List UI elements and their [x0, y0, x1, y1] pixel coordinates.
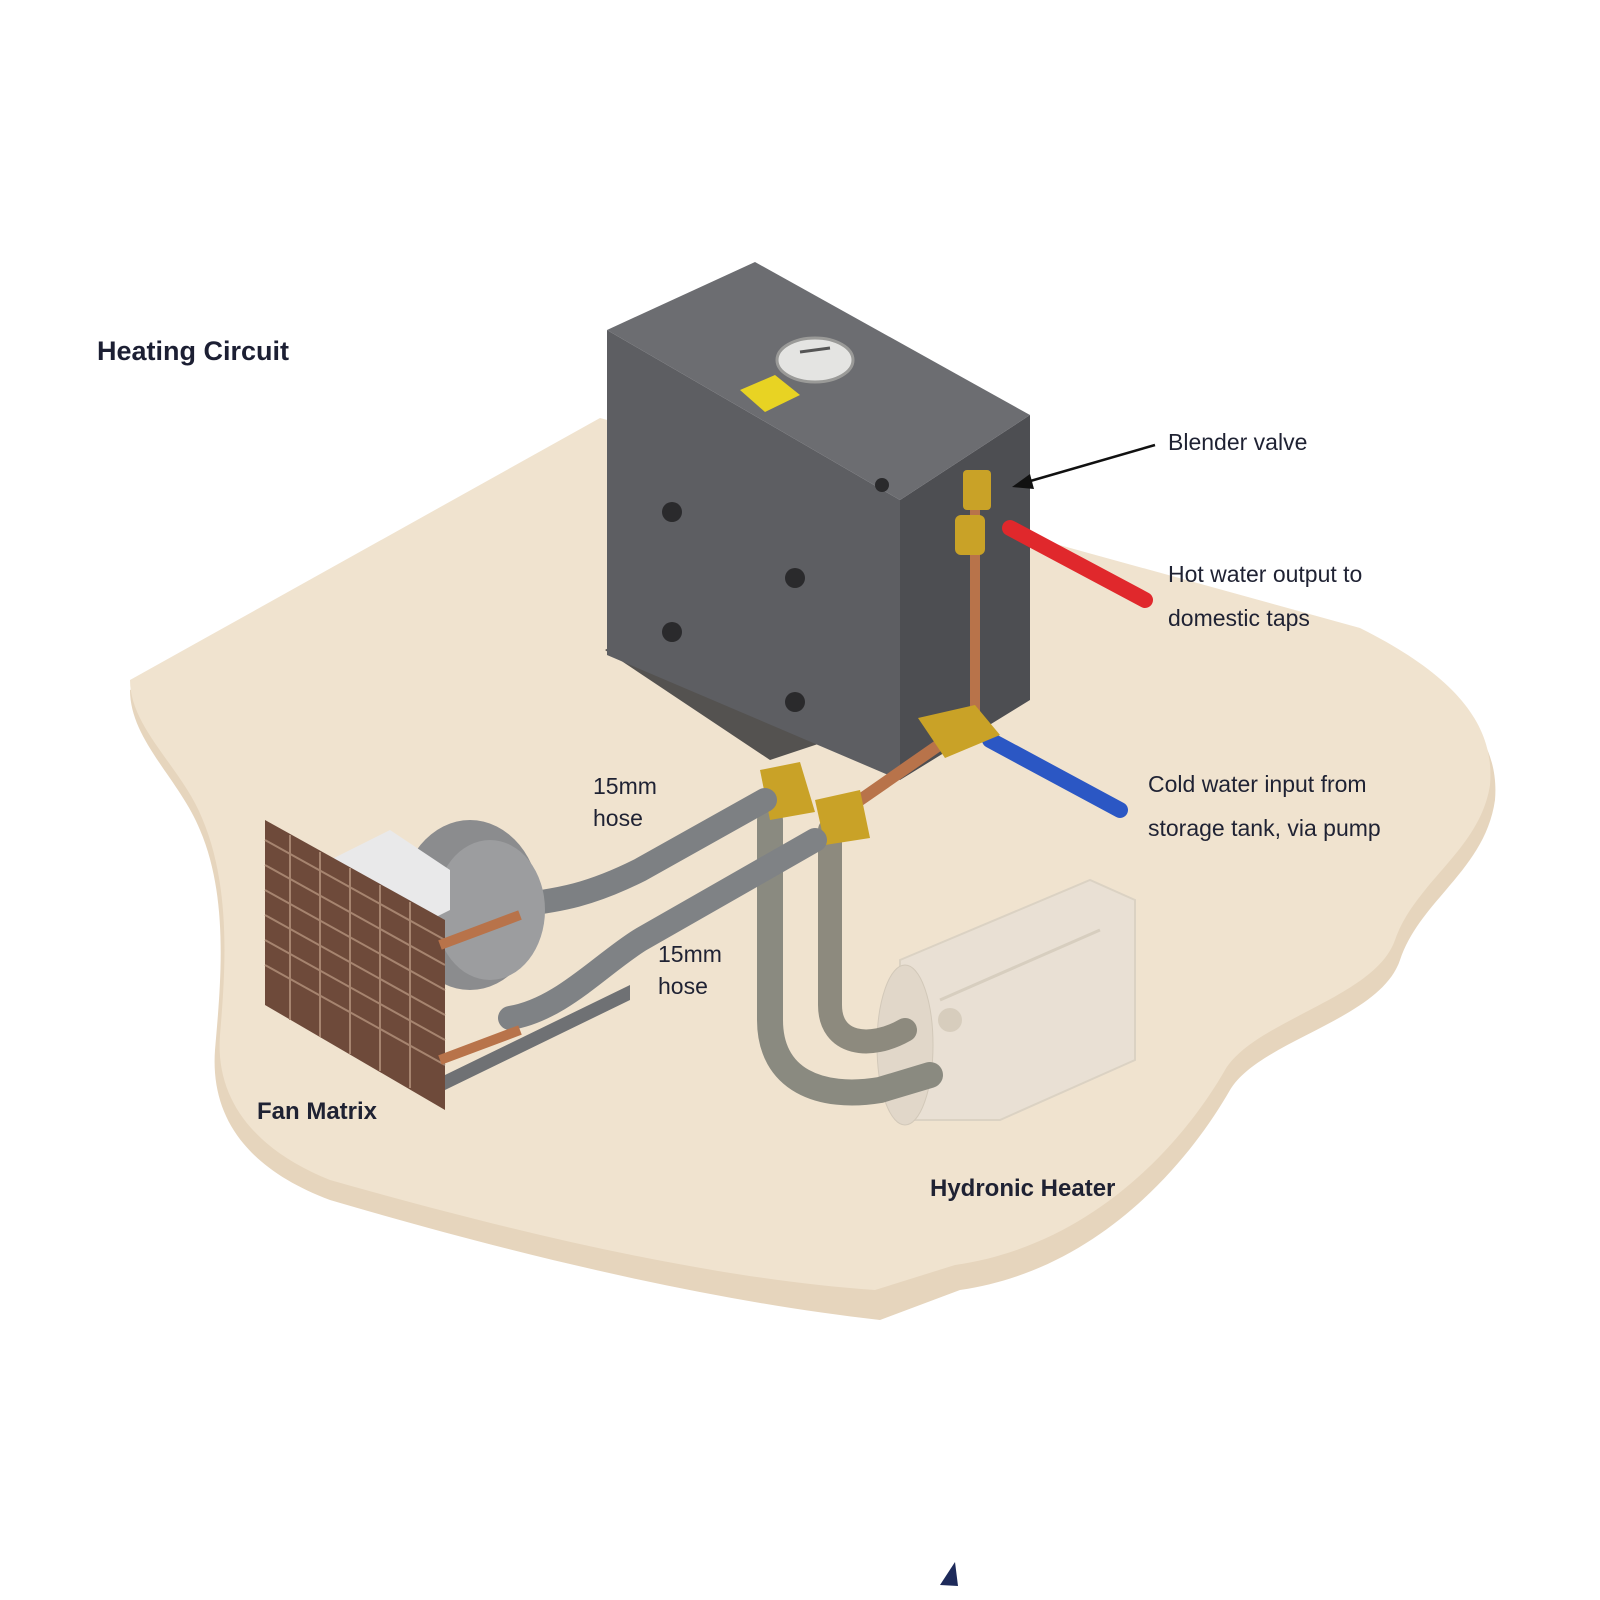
blender-valve-pointer	[1012, 443, 1156, 489]
label-fan-matrix: Fan Matrix	[257, 1098, 378, 1125]
tee-fitting-icon	[918, 705, 1000, 758]
label-hot-water-output: Hot water output to domestic taps	[1168, 561, 1363, 631]
label-hose-lower: 15mm hose	[658, 941, 722, 999]
hot-water-pipe	[1002, 520, 1153, 608]
water-tank	[607, 262, 1030, 780]
heater-hoses	[757, 807, 943, 1106]
label-blender-valve: Blender valve	[1168, 429, 1308, 455]
page-mark-icon	[940, 1562, 958, 1586]
cold-water-pipe	[982, 732, 1128, 818]
fan-matrix	[264, 820, 630, 1110]
label-hose-upper: 15mm hose	[593, 773, 657, 831]
filler-cap-icon	[775, 336, 855, 384]
label-cold-water-input: Cold water input from storage tank, via …	[1148, 771, 1381, 841]
tank-pipework	[760, 470, 1153, 845]
label-hydronic-heater: Hydronic Heater	[930, 1175, 1116, 1202]
warning-label-icon	[740, 375, 800, 412]
hydronic-heater	[876, 878, 1136, 1126]
diagram-title: Heating Circuit	[97, 336, 290, 366]
